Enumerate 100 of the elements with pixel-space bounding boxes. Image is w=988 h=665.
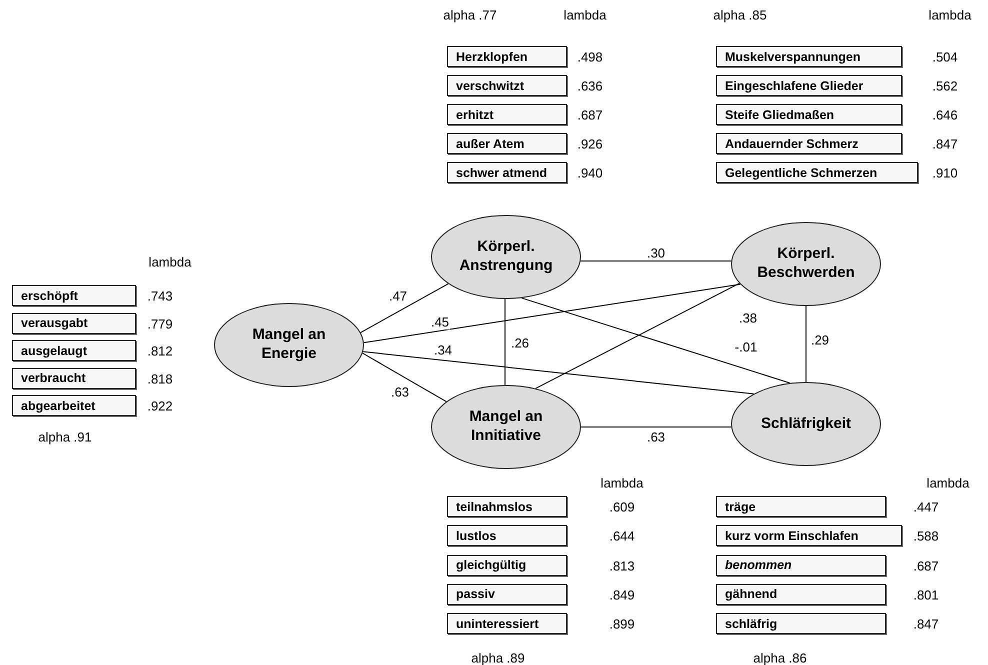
connector-line — [360, 283, 449, 334]
edge-label: .34 — [432, 342, 454, 358]
loading-value: .743 — [147, 288, 173, 304]
loading-value: .588 — [913, 528, 939, 544]
item-label: Gelegentliche Schmerzen — [724, 166, 878, 180]
edge-label: .63 — [646, 430, 666, 444]
item-frame — [716, 46, 902, 67]
item-label: ausgelaugt — [20, 344, 87, 358]
loading-value: .687 — [913, 558, 939, 574]
loading-value: .609 — [609, 500, 635, 514]
item-label: Muskelverspannungen — [724, 50, 860, 64]
item-frame — [12, 395, 136, 416]
item-label: abgearbeitet — [20, 398, 96, 412]
item-label: benommen — [724, 558, 792, 572]
item-frame — [12, 368, 136, 388]
item-label: gleichgültig — [455, 558, 526, 572]
loading-value: .779 — [147, 316, 173, 331]
loading-value: .847 — [913, 616, 939, 632]
loading-value: .849 — [609, 587, 635, 602]
item-label: erschöpft — [20, 288, 78, 302]
item-frame — [716, 496, 886, 517]
item-label: Steife Gliedmaßen — [724, 108, 834, 122]
loading-value: .847 — [932, 136, 958, 152]
edge-label: .29 — [810, 332, 830, 348]
header-label: lambda — [928, 8, 972, 22]
loading-value: .940 — [577, 166, 603, 180]
item-label: Eingeschlafene Glieder — [724, 78, 864, 92]
item-frame — [12, 312, 136, 334]
factor-name: Mangel an Innitiative — [468, 408, 544, 446]
factor-name: Schläfrigkeit — [760, 414, 852, 434]
item-label: Andauernder Schmerz — [724, 136, 858, 150]
header-label: lambda — [926, 476, 970, 490]
item-frame — [12, 340, 136, 361]
connector-line — [580, 260, 732, 262]
item-frame — [716, 133, 902, 154]
item-frame — [447, 496, 567, 517]
loading-value: .447 — [913, 500, 939, 514]
loading-value: .562 — [932, 78, 958, 94]
edge-label: .30 — [646, 246, 666, 260]
item-frame — [716, 104, 902, 125]
header-label: alpha .77 — [443, 8, 497, 22]
item-frame — [447, 46, 567, 67]
loading-value: .801 — [913, 587, 939, 602]
header-label: lambda — [564, 8, 606, 22]
factor-name: Körperl. Anstrengung — [458, 238, 554, 276]
item-label: Herzklopfen — [455, 50, 528, 64]
loading-value: .813 — [609, 558, 635, 574]
item-frame — [716, 162, 918, 183]
item-frame — [716, 613, 886, 634]
edge-label: .47 — [388, 288, 408, 304]
loading-value: .636 — [577, 78, 603, 94]
header-label: lambda — [148, 254, 192, 270]
item-label: verbraucht — [20, 371, 86, 385]
connector-line — [535, 282, 740, 389]
loading-value: .498 — [577, 50, 603, 64]
item-label: lustlos — [455, 528, 496, 543]
item-label: außer Atem — [455, 136, 524, 150]
item-label: teilnahmslos — [455, 500, 532, 514]
item-frame — [447, 554, 567, 576]
item-label: schwer atmend — [455, 166, 548, 180]
item-label: uninteressiert — [455, 616, 539, 631]
edge-label: -.01 — [734, 340, 758, 354]
item-frame — [447, 162, 567, 183]
loading-value: .504 — [932, 50, 958, 64]
item-frame — [447, 525, 567, 546]
item-label: erhitzt — [455, 108, 494, 122]
edge-label: .45 — [430, 314, 450, 330]
loading-value: .687 — [577, 108, 603, 122]
factor-name: Mangel an Energie — [251, 326, 327, 364]
loading-value: .922 — [147, 398, 173, 414]
connector-line — [521, 298, 790, 384]
loading-value: .644 — [609, 528, 635, 544]
item-label: träge — [724, 500, 756, 514]
header-label: alpha .85 — [713, 8, 767, 22]
item-label: passiv — [455, 587, 495, 602]
edge-label: .38 — [738, 310, 758, 326]
factor-name: Körperl. Beschwerden — [756, 245, 856, 283]
connector-line — [504, 298, 506, 386]
loading-value: .899 — [609, 616, 635, 632]
connector-line — [580, 426, 732, 428]
item-frame — [716, 584, 886, 605]
loading-value: .818 — [147, 371, 173, 386]
item-frame — [716, 525, 902, 546]
item-frame — [447, 104, 567, 125]
item-frame — [12, 285, 136, 306]
connector-line — [362, 351, 754, 394]
loading-value: .926 — [577, 136, 603, 152]
item-frame — [447, 613, 567, 634]
item-frame — [716, 554, 886, 576]
edge-label: .63 — [390, 384, 410, 400]
header-label: lambda — [600, 476, 644, 490]
item-frame — [447, 133, 567, 154]
item-label: schläfrig — [724, 616, 778, 631]
header-label: alpha .89 — [471, 650, 525, 665]
item-label: verausgabt — [20, 316, 88, 330]
item-label: gähnend — [724, 587, 778, 602]
connector-line — [363, 284, 741, 344]
item-label: kurz vorm Einschlafen — [724, 528, 858, 543]
item-frame — [447, 584, 567, 605]
item-frame — [447, 75, 567, 96]
